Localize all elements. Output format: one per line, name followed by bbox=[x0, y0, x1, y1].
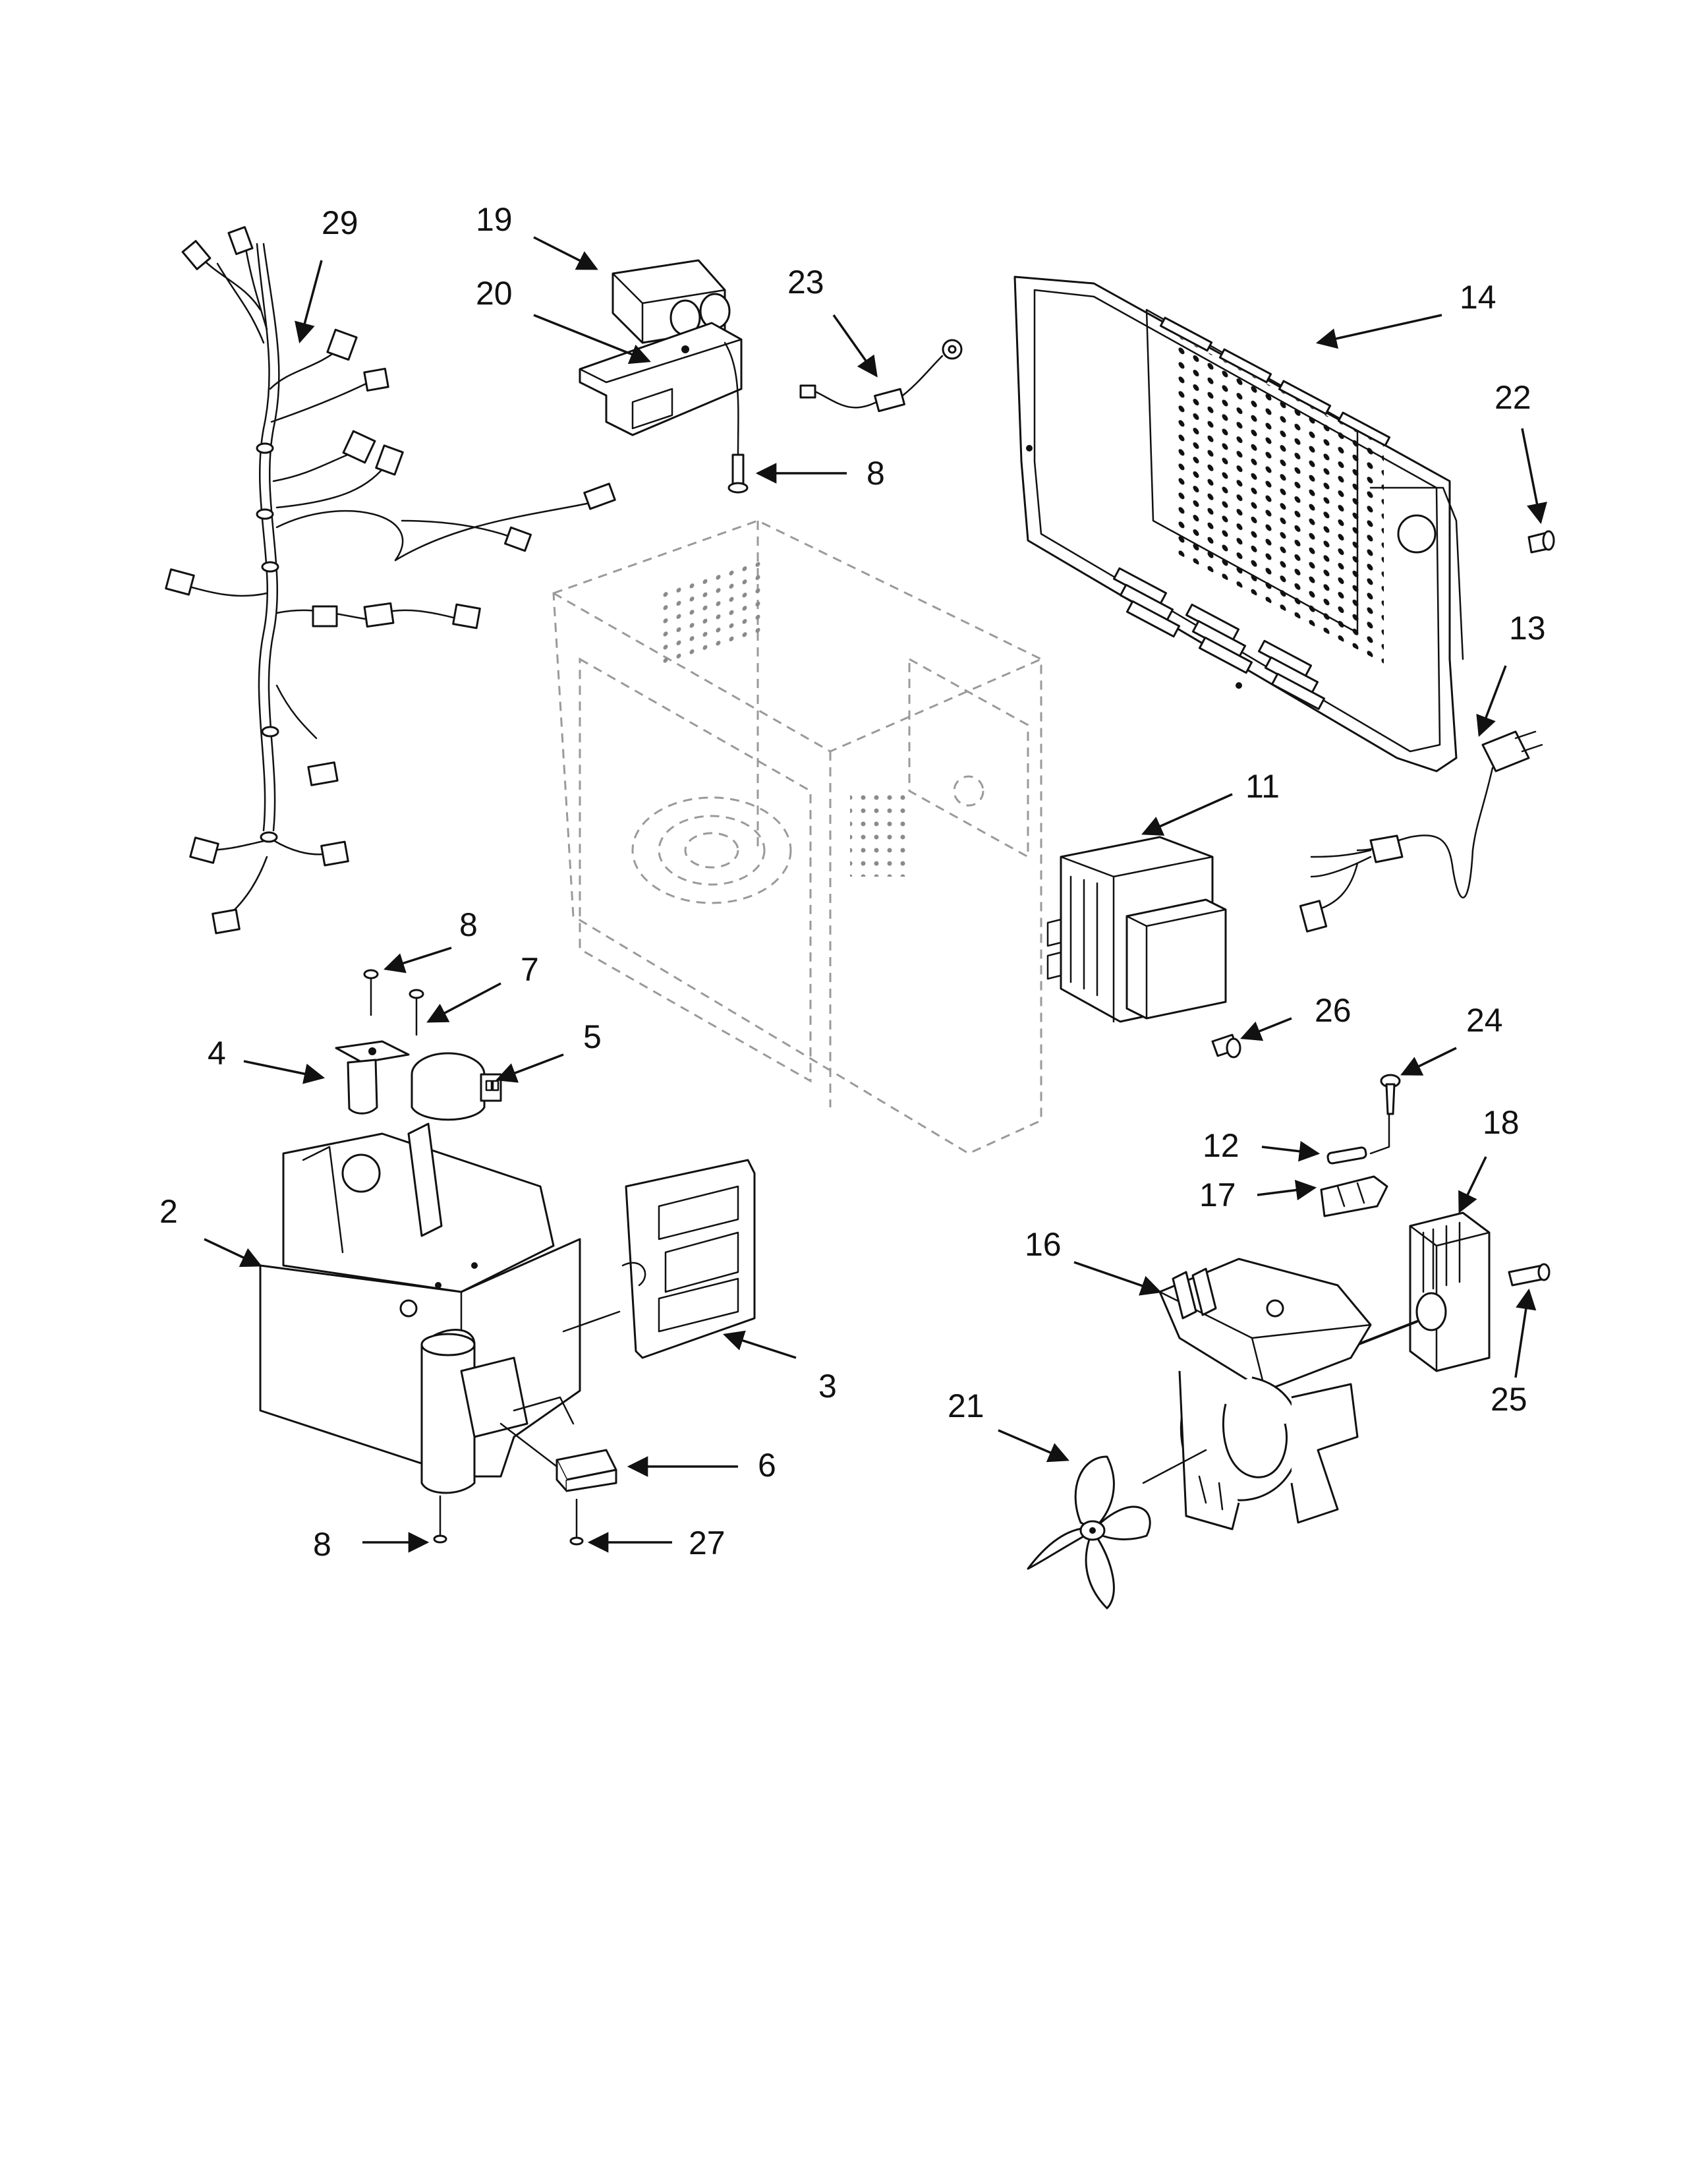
callout-21: 21 bbox=[948, 1387, 984, 1424]
leader-18 bbox=[1458, 1156, 1487, 1213]
oven-cavity-reference bbox=[552, 519, 1042, 1155]
callout-26: 26 bbox=[1315, 992, 1352, 1029]
wire-harness-part bbox=[165, 226, 616, 935]
capacitor-bracket-part bbox=[579, 322, 743, 456]
leader-20 bbox=[533, 314, 651, 364]
fuse-12-part bbox=[1326, 1113, 1390, 1165]
callout-8-bracket: 8 bbox=[867, 455, 885, 492]
leader-5 bbox=[496, 1053, 564, 1083]
callout-13: 13 bbox=[1509, 610, 1546, 647]
leader-arrows bbox=[204, 236, 1547, 1553]
fuse-holder-17-part bbox=[1320, 1175, 1388, 1217]
leader-29 bbox=[295, 260, 323, 344]
callout-11: 11 bbox=[1245, 768, 1280, 805]
callout-24: 24 bbox=[1466, 1002, 1503, 1039]
leader-25 bbox=[1514, 1288, 1537, 1378]
callout-29: 29 bbox=[322, 204, 358, 241]
callout-23: 23 bbox=[787, 264, 824, 301]
leader-12 bbox=[1261, 1141, 1321, 1162]
callout-8-upper: 8 bbox=[459, 906, 478, 943]
callout-19: 19 bbox=[476, 201, 513, 238]
screw-7-part bbox=[409, 989, 424, 1036]
leader-4 bbox=[243, 1060, 326, 1084]
screw-8-upper-part bbox=[363, 969, 379, 1016]
callout-6: 6 bbox=[758, 1447, 776, 1484]
callout-12: 12 bbox=[1203, 1127, 1239, 1164]
callout-3: 3 bbox=[818, 1368, 837, 1405]
callout-17: 17 bbox=[1199, 1177, 1236, 1213]
callout-20: 20 bbox=[476, 275, 513, 312]
leader-21 bbox=[998, 1429, 1069, 1463]
leader-16 bbox=[1073, 1261, 1162, 1296]
leader-13 bbox=[1476, 665, 1507, 737]
leader-3 bbox=[723, 1330, 797, 1359]
callout-7: 7 bbox=[521, 951, 539, 988]
screw-25-part bbox=[1508, 1263, 1551, 1287]
leader-11 bbox=[1141, 793, 1233, 836]
callout-5: 5 bbox=[583, 1018, 602, 1055]
leader-22 bbox=[1521, 428, 1547, 525]
callout-16: 16 bbox=[1025, 1226, 1062, 1263]
magnetron-part bbox=[1046, 836, 1227, 1023]
callout-22: 22 bbox=[1494, 379, 1531, 416]
callout-labels: 29 19 20 23 14 22 8 13 11 8 7 4 5 26 24 … bbox=[159, 201, 1546, 1563]
callout-27: 27 bbox=[689, 1525, 726, 1561]
callout-8-lower: 8 bbox=[313, 1526, 331, 1563]
switch-6-part bbox=[499, 1422, 617, 1492]
leader-19 bbox=[533, 236, 598, 270]
screw-24-part bbox=[1380, 1074, 1401, 1115]
screw-8-lower-part bbox=[433, 1495, 447, 1544]
leader-7 bbox=[426, 982, 501, 1023]
thermal-cutout-part bbox=[799, 339, 963, 413]
callout-2: 2 bbox=[159, 1193, 178, 1230]
callout-14: 14 bbox=[1460, 279, 1496, 316]
cabinet-wrapper-part bbox=[1013, 276, 1464, 772]
leader-14 bbox=[1315, 314, 1442, 349]
leader-17 bbox=[1257, 1179, 1317, 1201]
fan-blade-21-part bbox=[1027, 1449, 1207, 1610]
screw-22-part bbox=[1527, 530, 1555, 554]
motor-5-part bbox=[411, 1052, 502, 1121]
leader-24 bbox=[1400, 1047, 1457, 1076]
leader-2 bbox=[204, 1238, 262, 1267]
callout-18: 18 bbox=[1483, 1104, 1520, 1141]
leader-8b bbox=[383, 946, 452, 974]
lamp-socket-part bbox=[335, 1040, 410, 1115]
screw-27-part bbox=[569, 1498, 584, 1546]
leader-23 bbox=[832, 314, 878, 378]
cover-plate-part bbox=[562, 1159, 756, 1359]
power-cord-part bbox=[1299, 730, 1543, 933]
fan-motor-18-part bbox=[1356, 1211, 1491, 1372]
fan-housing-16-part bbox=[1158, 1258, 1372, 1530]
callout-25: 25 bbox=[1491, 1381, 1527, 1418]
screw-26-part bbox=[1211, 1033, 1241, 1059]
screw-bracket-part bbox=[727, 453, 749, 494]
callout-4: 4 bbox=[208, 1035, 226, 1072]
leader-26 bbox=[1240, 1017, 1292, 1041]
latch-bracket-part bbox=[259, 1122, 581, 1494]
